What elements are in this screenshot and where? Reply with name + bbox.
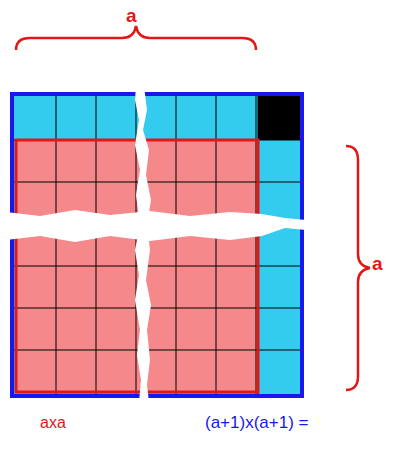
outer-border [12, 94, 302, 396]
area-label: axa [40, 414, 66, 432]
cyan-strip [14, 96, 300, 394]
area-label: (a+1)x(a+1) = [205, 414, 308, 433]
dimension-label: a [126, 6, 137, 27]
dimension-label: a [372, 254, 383, 275]
tear-vertical [135, 86, 151, 402]
pink-border [16, 140, 258, 392]
grid-lines [14, 96, 300, 394]
corner-cell [258, 96, 300, 140]
top-brace [16, 26, 256, 50]
side-brace [346, 146, 370, 390]
tear-horizontal [6, 210, 306, 242]
